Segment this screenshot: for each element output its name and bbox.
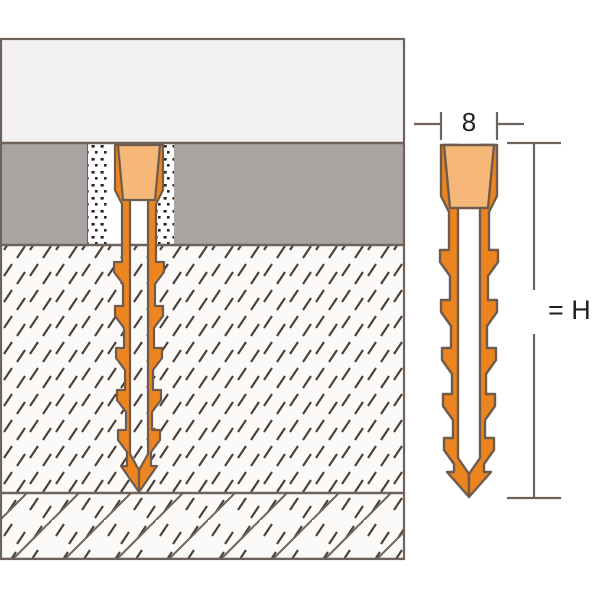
width-dimension-label: 8 — [462, 107, 476, 137]
profile-leg-right — [137, 143, 166, 494]
tile-layer-left — [1, 142, 89, 246]
concrete-slab-layer — [1, 493, 404, 559]
covering-top-layer — [1, 39, 404, 143]
screed-layer — [1, 245, 404, 493]
profile-elevation-leg-right — [467, 143, 500, 499]
profile-seal-insert — [116, 143, 162, 202]
height-dimension-label: = H — [548, 295, 591, 325]
left-panel-border — [0, 37, 406, 561]
profile-elevation-view: 8 = H — [414, 107, 592, 500]
height-label-backdrop — [520, 290, 592, 334]
profile-elevation-leg-left — [438, 143, 471, 499]
mortar-band-left — [88, 143, 108, 255]
joint-profile-installed — [112, 143, 166, 494]
width-dimension-8: 8 — [414, 107, 524, 140]
profile-elevation-seal-insert — [442, 143, 496, 210]
height-dimension-H: = H — [507, 141, 592, 500]
joint-profile-elevation — [438, 143, 500, 499]
tile-layer-right — [171, 142, 404, 246]
installed-section-view — [0, 37, 406, 561]
profile-leg-left — [112, 143, 141, 494]
